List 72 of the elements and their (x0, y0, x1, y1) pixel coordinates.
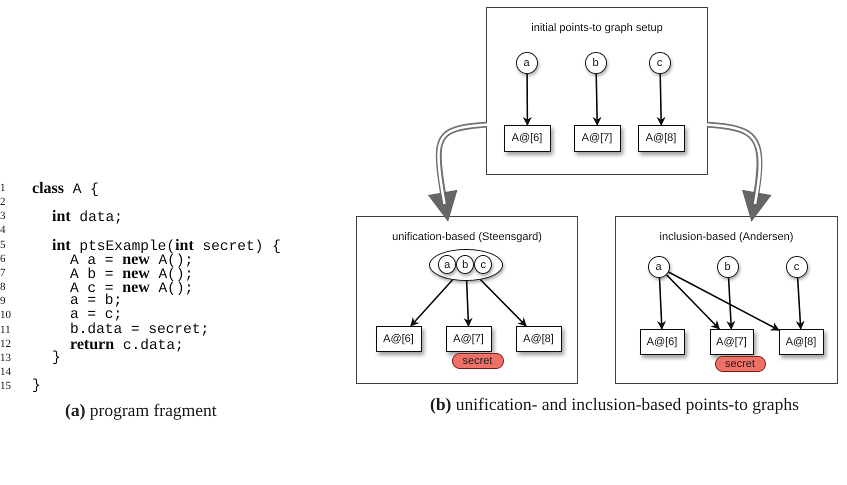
line-number: 10 (0, 309, 11, 322)
line-number: 6 (0, 252, 6, 265)
code-line: class A { (32, 180, 99, 198)
taint-tag (452, 352, 504, 368)
merged-variable-ellipse (428, 248, 502, 280)
object-label: A@[7] (582, 132, 612, 144)
variable-name: b (462, 258, 468, 271)
subfigure-caption: (b) unification- and inclusion-based points-to graphs (430, 393, 800, 416)
line-number: 7 (0, 266, 6, 279)
variable-circle (516, 52, 538, 74)
object-label: A@[6] (383, 332, 414, 344)
variable-circle (786, 256, 808, 278)
panel-title: initial points-to graph setup (530, 22, 664, 34)
object-box (778, 328, 824, 354)
object-label: A@[6] (512, 132, 542, 144)
object-box (638, 124, 684, 152)
object-label: A@[7] (716, 336, 747, 348)
object-box (640, 328, 684, 354)
graph-panel (615, 216, 838, 384)
object-box (376, 326, 422, 352)
line-number: 15 (0, 380, 11, 392)
taint-tag (714, 356, 766, 372)
variable-circle (474, 255, 492, 274)
panel-title: unification-based (Steensgard) (391, 231, 543, 243)
object-box (446, 326, 492, 352)
code-line: return c.data; (70, 336, 184, 354)
object-box (504, 124, 550, 152)
variable-name: c (656, 56, 662, 68)
panel-title: inclusion-based (Andersen) (658, 231, 794, 243)
object-label: A@[8] (646, 132, 676, 144)
line-number: 1 (0, 182, 6, 194)
line-number: 4 (0, 224, 6, 236)
code-line: } (32, 378, 41, 394)
variable-name: c (480, 258, 486, 271)
variable-name: a (523, 56, 530, 68)
variable-name: a (655, 260, 662, 272)
object-label: A@[8] (523, 332, 554, 344)
object-box (710, 328, 754, 354)
variable-name: b (724, 260, 731, 272)
subfigure-caption: (a) program fragment (65, 399, 217, 422)
taint-label: secret (462, 354, 492, 366)
line-number: 14 (0, 366, 11, 378)
variable-circle (648, 52, 670, 74)
line-number: 8 (0, 281, 6, 294)
taint-label: secret (725, 358, 755, 370)
object-box (574, 124, 620, 152)
line-number: 3 (0, 210, 6, 222)
line-number: 12 (0, 338, 11, 350)
code-line: int ptsExample(int secret) { (52, 236, 281, 255)
code-line: a = c; (70, 307, 122, 324)
line-number: 9 (0, 295, 6, 308)
variable-name: c (794, 260, 800, 272)
graph-panel (486, 7, 708, 175)
variable-circle (456, 255, 474, 274)
object-label: A@[6] (646, 336, 678, 348)
object-box (516, 326, 562, 352)
object-label: A@[8] (786, 336, 816, 348)
variable-circle (584, 52, 606, 74)
code-line: b.data = secret; (70, 322, 210, 338)
variable-circle (438, 255, 456, 274)
object-label: A@[7] (453, 332, 484, 344)
variable-circle (648, 256, 670, 278)
code-line: } (52, 350, 61, 366)
variable-name: b (592, 56, 599, 68)
line-number: 13 (0, 352, 11, 364)
line-number: 5 (0, 238, 6, 251)
line-number: 11 (0, 324, 11, 336)
code-line: int data; (52, 208, 123, 226)
graph-panel (356, 216, 578, 384)
variable-circle (716, 256, 738, 278)
variable-name: a (444, 258, 450, 271)
line-number: 2 (0, 196, 6, 208)
